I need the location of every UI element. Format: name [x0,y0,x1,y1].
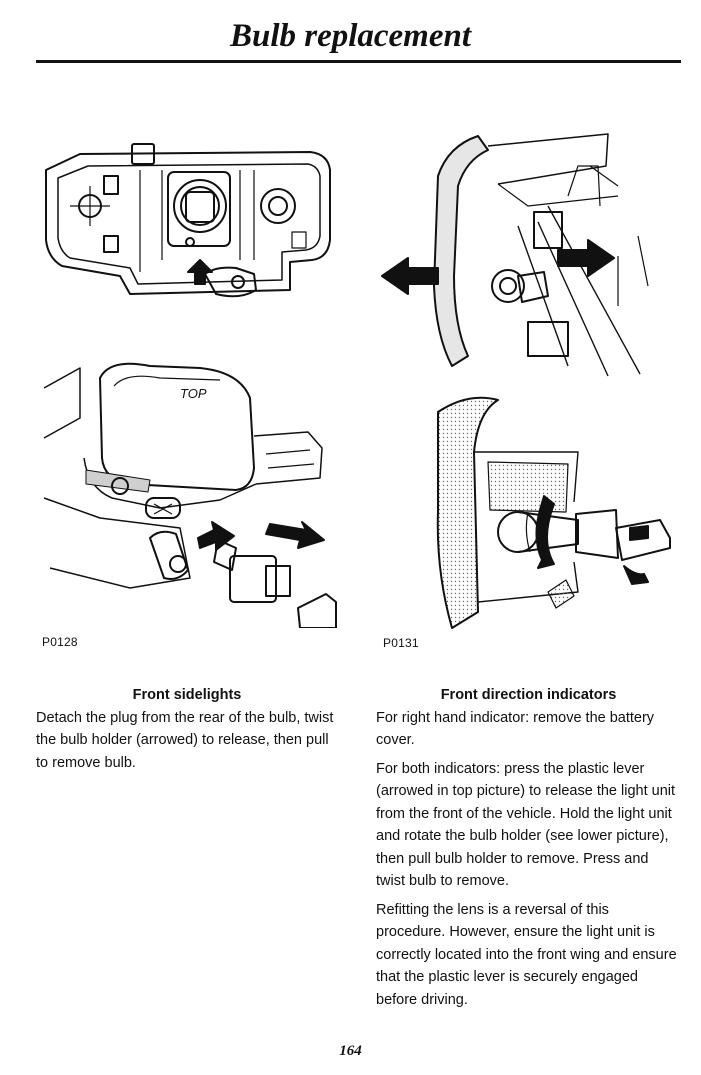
indicator-bulb-illustration [378,392,678,632]
sidelight-illustration: TOP [40,358,340,628]
title-divider [36,60,681,63]
front-sidelights-section: Front sidelights Detach the plug from th… [36,684,338,774]
paragraph: For both indicators: press the plastic l… [376,760,676,890]
figure-label-right: P0131 [383,636,419,650]
section-heading: Front sidelights [132,687,242,703]
section-heading: Front direction indicators [440,687,617,703]
paragraph: For right hand indicator: remove the bat… [376,709,655,749]
headlamp-rear-illustration [40,140,340,310]
page-title: Bulb replacement [229,18,472,54]
indicator-lever-illustration [378,126,678,386]
paragraph: Detach the plug from the rear of the bul… [36,709,334,771]
figure-label-left: P0128 [42,635,78,649]
front-direction-indicators-section: Front direction indicators For right han… [376,684,681,1011]
paragraph: Refitting the lens is a reversal of this… [376,901,677,1008]
top-marking: TOP [180,386,207,401]
page-number: 164 [339,1043,362,1059]
